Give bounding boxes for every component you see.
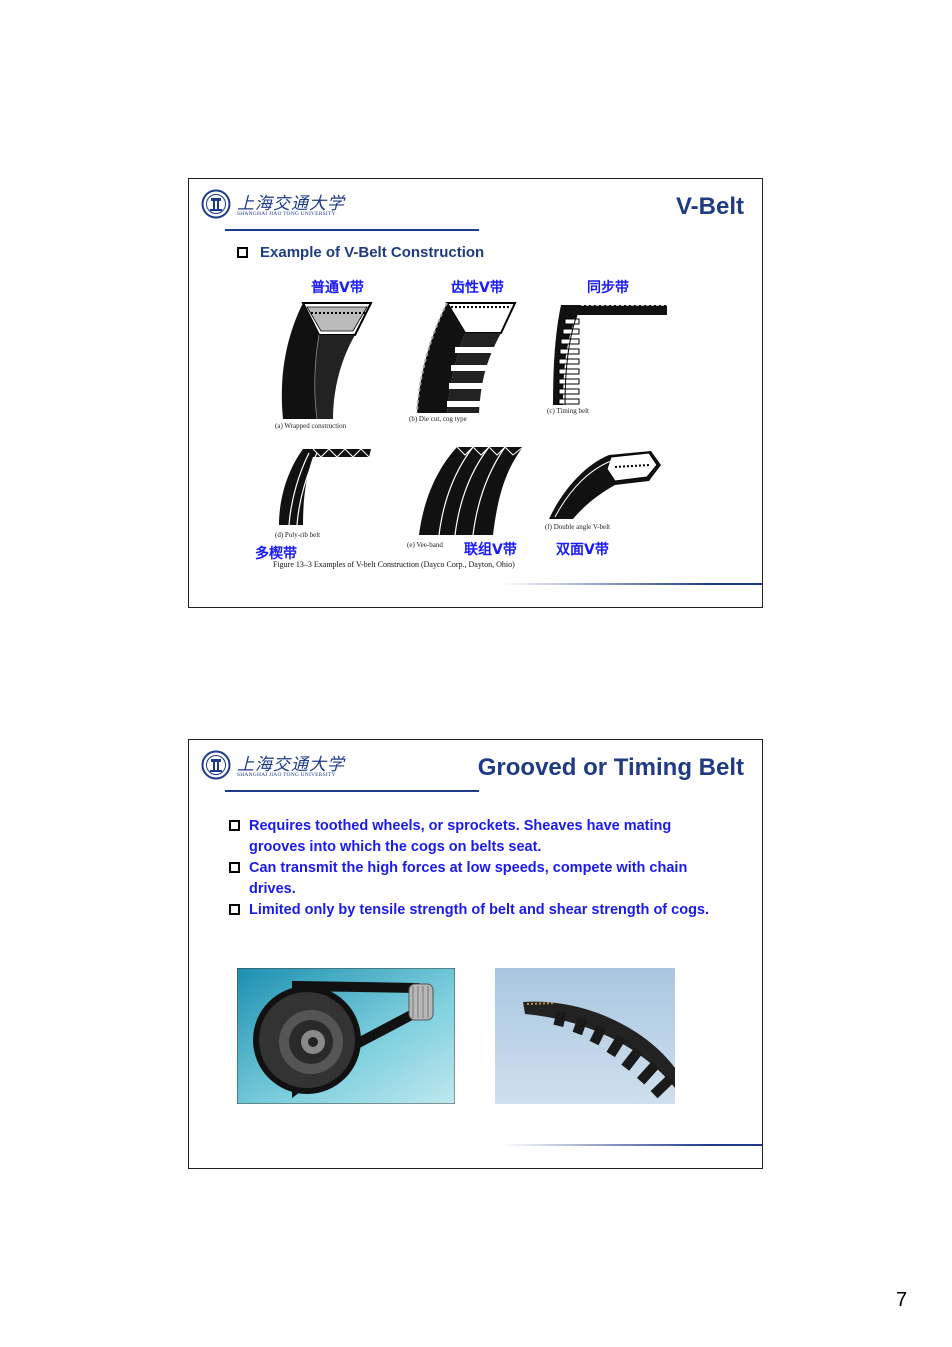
footer-rule xyxy=(502,1144,762,1146)
slide-title: Grooved or Timing Belt xyxy=(477,754,744,781)
bullet-item: Can transmit the high forces at low spee… xyxy=(229,858,729,900)
figure-title: Figure 13–3 Examples of V-belt Construct… xyxy=(273,560,515,569)
university-name-cn: 上海交通大学 xyxy=(237,194,345,214)
square-bullet-icon xyxy=(229,862,240,873)
double-angle-v-belt-drawing xyxy=(549,451,661,519)
square-bullet-icon xyxy=(229,904,240,915)
bullet-item: Requires toothed wheels, or sprockets. S… xyxy=(229,816,729,858)
bullet-text: Can transmit the high forces at low spee… xyxy=(249,860,688,897)
header-rule xyxy=(225,229,479,231)
header-rule xyxy=(225,790,479,792)
timing-belt-drawing xyxy=(553,304,667,406)
university-name-en: SHANGHAI JIAO TONG UNIVERSITY xyxy=(237,211,336,217)
caption-d: (d) Poly-rib belt xyxy=(275,531,321,539)
caption-e: (e) Vee-band xyxy=(407,541,443,549)
university-logo: 上海交通大学 SHANGHAI JIAO TONG UNIVERSITY xyxy=(201,189,344,221)
poly-rib-belt-drawing xyxy=(279,448,371,526)
slide-grooved-timing-belt: 上海交通大学 SHANGHAI JIAO TONG UNIVERSITY Gro… xyxy=(188,739,763,1169)
label-joined-v-belt: 联组V带 xyxy=(464,542,517,558)
label-double-v-belt: 双面V带 xyxy=(556,542,609,558)
slide-title: V-Belt xyxy=(675,193,744,220)
label-timing-belt: 同步带 xyxy=(587,280,629,296)
label-cogged-v-belt: 齿性V带 xyxy=(451,280,504,296)
label-poly-rib-belt: 多楔带 xyxy=(255,546,297,562)
university-emblem-icon xyxy=(201,189,231,219)
slide-v-belt: 上海交通大学 SHANGHAI JIAO TONG UNIVERSITY V-B… xyxy=(188,178,763,608)
university-logo: 上海交通大学 SHANGHAI JIAO TONG UNIVERSITY xyxy=(201,750,344,782)
label-ordinary-v-belt: 普通V带 xyxy=(311,280,364,296)
wrapped-v-belt-drawing xyxy=(281,302,373,420)
caption-b: (b) Die cut, cog type xyxy=(409,415,467,423)
example-heading-text: Example of V-Belt Construction xyxy=(260,244,485,261)
bullet-text: Requires toothed wheels, or sprockets. S… xyxy=(249,818,672,855)
vee-band-drawing xyxy=(419,446,524,536)
university-name-cn: 上海交通大学 xyxy=(237,755,345,775)
footer-rule xyxy=(502,583,762,585)
caption-f: (f) Double angle V-belt xyxy=(545,523,611,531)
cog-v-belt-drawing xyxy=(416,302,517,414)
bullet-text: Limited only by tensile strength of belt… xyxy=(249,902,710,918)
caption-a: (a) Wrapped construction xyxy=(275,422,347,430)
square-bullet-icon xyxy=(237,247,248,258)
page-number: 7 xyxy=(896,1289,908,1311)
bullet-item: Limited only by tensile strength of belt… xyxy=(229,900,729,921)
timing-belt-pulley-photo xyxy=(237,968,455,1104)
example-heading: Example of V-Belt Construction xyxy=(237,244,484,261)
timing-belt-closeup-photo xyxy=(495,968,675,1104)
bullet-list: Requires toothed wheels, or sprockets. S… xyxy=(229,816,729,921)
university-name-en: SHANGHAI JIAO TONG UNIVERSITY xyxy=(237,772,336,778)
university-emblem-icon xyxy=(201,750,231,780)
caption-c: (c) Timing belt xyxy=(547,407,590,415)
square-bullet-icon xyxy=(229,820,240,831)
